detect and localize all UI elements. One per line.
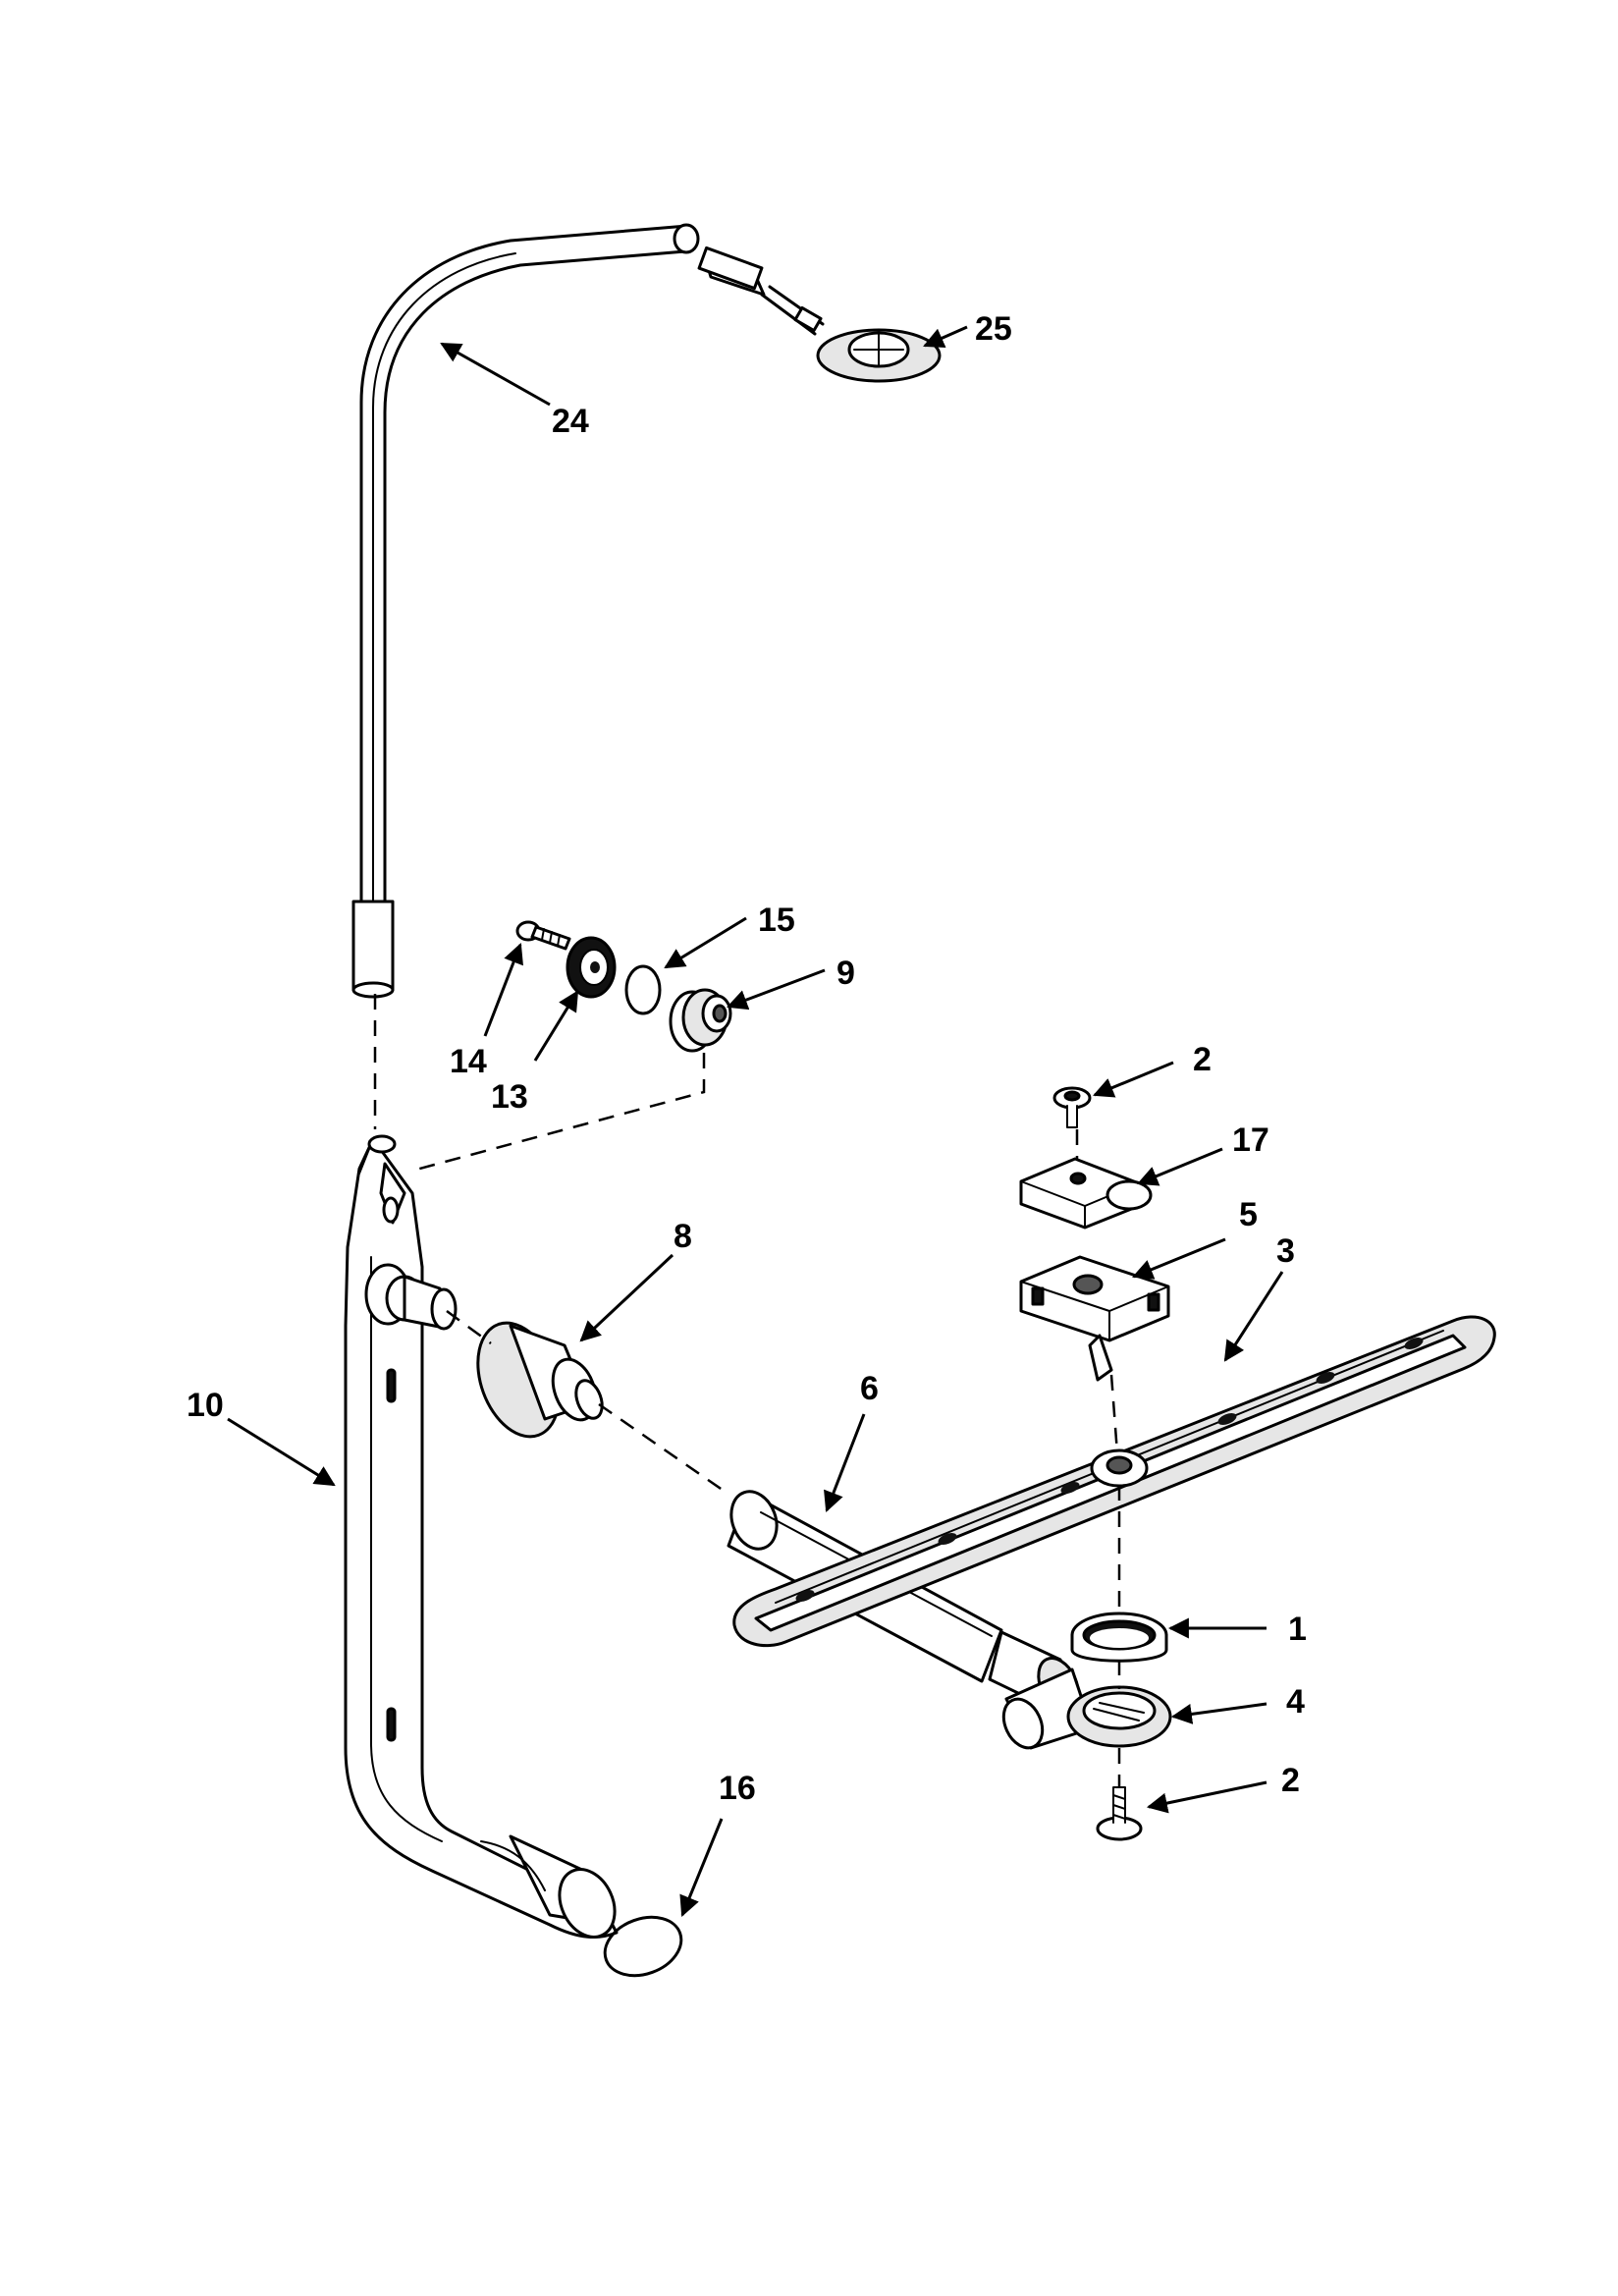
upper-spray-nozzle-part [697, 246, 942, 383]
callout-6: 6 [860, 1370, 879, 1407]
upper-spray-tube-part [351, 223, 700, 999]
callout-9: 9 [836, 955, 855, 992]
bracket-part-17 [1019, 1157, 1153, 1230]
leader-lines [227, 325, 1284, 1917]
o-ring-part-15 [624, 964, 662, 1015]
callout-3: 3 [1276, 1232, 1295, 1270]
callout-10: 10 [187, 1387, 224, 1424]
washer-part-13 [566, 936, 617, 999]
callout-1: 1 [1288, 1611, 1307, 1648]
callout-labels: 25 24 15 9 14 13 2 17 5 3 8 10 6 1 4 2 1… [187, 310, 1307, 1807]
callout-14: 14 [450, 1043, 487, 1080]
callout-8: 8 [674, 1218, 692, 1255]
spray-manifold-part-10 [344, 1134, 619, 1939]
callout-25: 25 [975, 310, 1012, 348]
callout-2-upper: 2 [1193, 1041, 1212, 1078]
screw-part-14 [515, 920, 571, 951]
bearing-ring-part-1 [1070, 1612, 1168, 1663]
callout-4: 4 [1286, 1683, 1305, 1721]
screw-part-2-upper [1052, 1086, 1092, 1128]
spray-arm-part-3 [732, 1315, 1496, 1648]
seal-part-8 [476, 1321, 604, 1439]
screw-part-2-lower [1096, 1786, 1143, 1841]
callout-5: 5 [1239, 1196, 1258, 1233]
spray-manifold-part-4 [1001, 1667, 1172, 1750]
callout-15: 15 [758, 902, 795, 939]
callout-13: 13 [491, 1078, 528, 1116]
callout-16: 16 [719, 1770, 756, 1807]
assembly-lines [373, 994, 1121, 1787]
housing-part-5 [1019, 1255, 1170, 1382]
callout-2-lower: 2 [1281, 1762, 1300, 1799]
callout-24: 24 [552, 403, 589, 440]
callout-17: 17 [1232, 1121, 1269, 1159]
inlet-fitting-part-9 [669, 988, 732, 1053]
o-ring-part-16 [603, 1915, 683, 1978]
